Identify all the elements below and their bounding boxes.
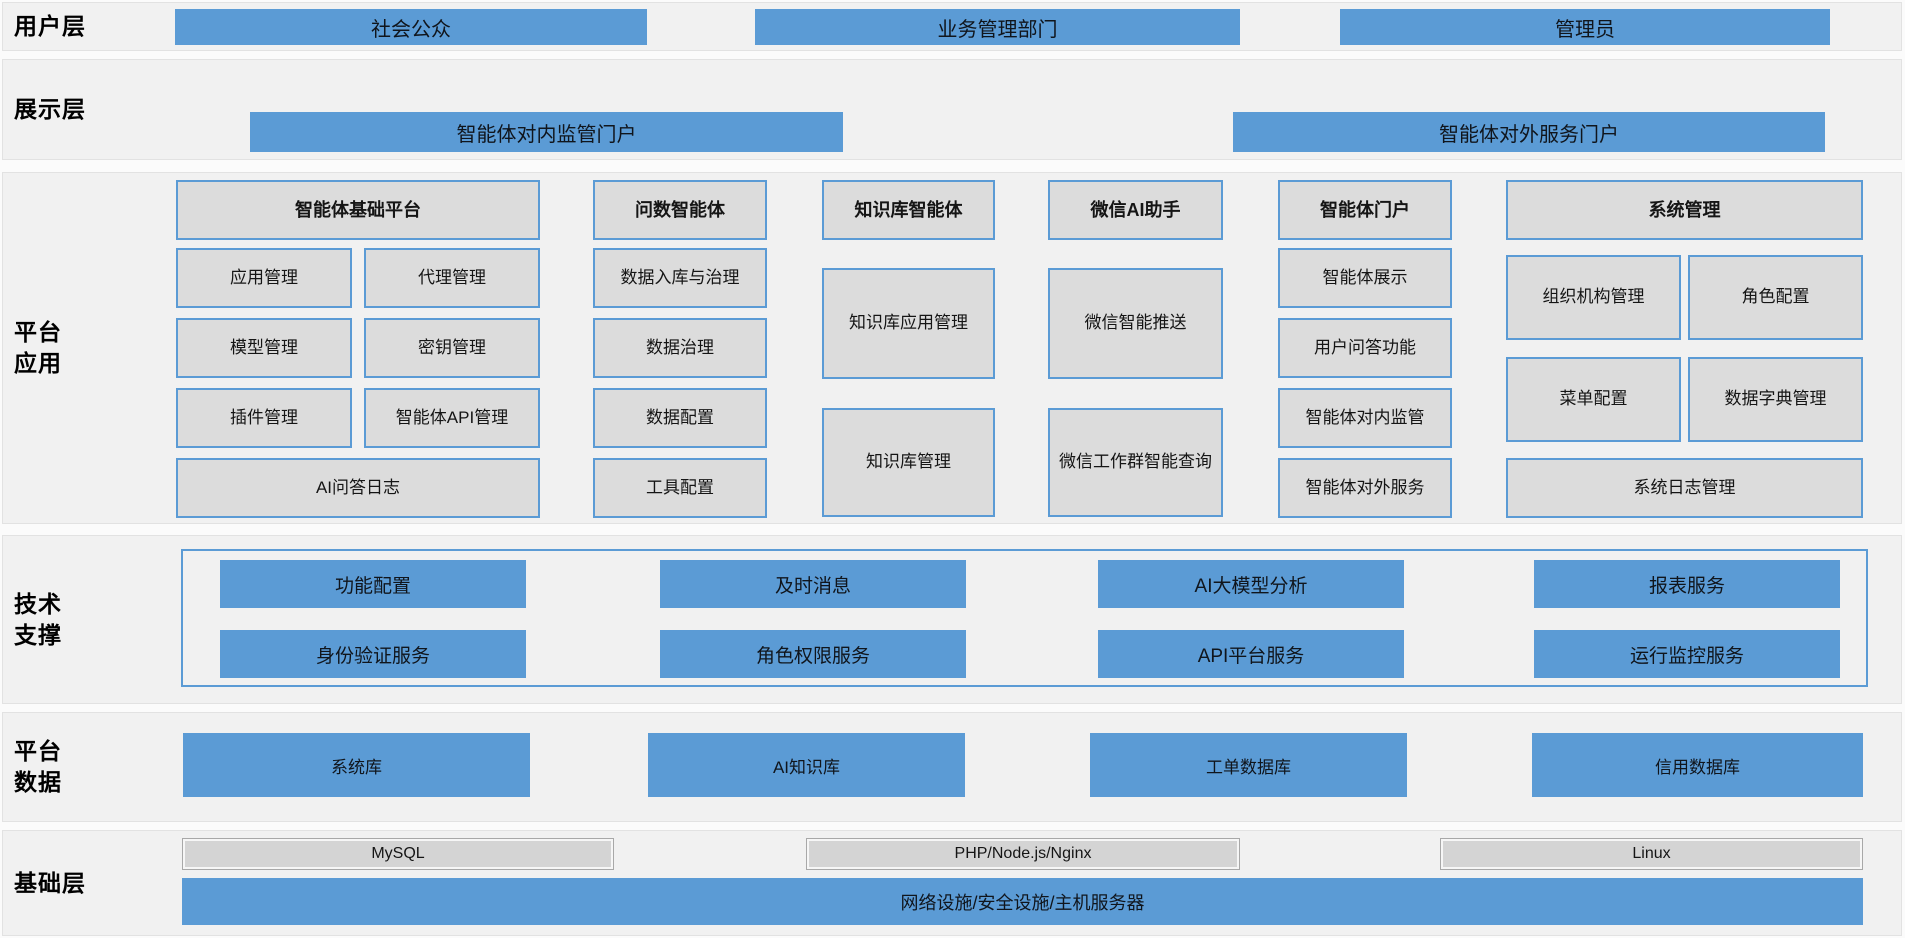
- user-layer-label: 用户层: [14, 2, 136, 51]
- database-box: 信用数据库: [1532, 733, 1863, 797]
- platform-data-label: 平台 数据: [14, 712, 136, 822]
- app-cell: 知识库管理: [822, 408, 995, 517]
- tech-box: 及时消息: [660, 560, 966, 608]
- portal-external-box: 智能体对外服务门户: [1233, 112, 1825, 152]
- database-box: 系统库: [183, 733, 530, 797]
- column-header-data-agent: 问数智能体: [593, 180, 767, 240]
- app-cell: 数据入库与治理: [593, 248, 767, 308]
- app-cell: 知识库应用管理: [822, 268, 995, 379]
- user-box-public: 社会公众: [175, 9, 647, 45]
- app-cell: 用户问答功能: [1278, 318, 1452, 378]
- base-tech-box: Linux: [1440, 838, 1863, 870]
- app-cell: 组织机构管理: [1506, 255, 1681, 340]
- app-cell: 数据字典管理: [1688, 357, 1863, 442]
- app-cell: 微信智能推送: [1048, 268, 1223, 379]
- column-header-agent-portal: 智能体门户: [1278, 180, 1452, 240]
- app-cell: 工具配置: [593, 458, 767, 518]
- app-cell: 角色配置: [1688, 255, 1863, 340]
- portal-internal-box: 智能体对内监管门户: [250, 112, 843, 152]
- app-cell: 密钥管理: [364, 318, 540, 378]
- tech-box: API平台服务: [1098, 630, 1404, 678]
- column-header-agent-base: 智能体基础平台: [176, 180, 540, 240]
- user-box-business: 业务管理部门: [755, 9, 1240, 45]
- tech-support-frame: [181, 549, 1868, 687]
- column-header-kb-agent: 知识库智能体: [822, 180, 995, 240]
- tech-box: AI大模型分析: [1098, 560, 1404, 608]
- app-cell: 应用管理: [176, 248, 352, 308]
- tech-box: 功能配置: [220, 560, 526, 608]
- app-cell: 插件管理: [176, 388, 352, 448]
- tech-support-label-line1: 技术: [14, 590, 62, 617]
- app-cell: 智能体展示: [1278, 248, 1452, 308]
- base-tech-box: MySQL: [182, 838, 614, 870]
- platform-data-label-line2: 数据: [14, 769, 62, 795]
- platform-data-label-line1: 平台: [14, 738, 62, 764]
- tech-box: 角色权限服务: [660, 630, 966, 678]
- platform-app-label: 平台 应用: [14, 172, 136, 524]
- display-layer-label-text: 展示层: [14, 96, 86, 122]
- platform-app-label-line2: 应用: [14, 350, 62, 376]
- user-box-admin: 管理员: [1340, 9, 1830, 45]
- app-cell: 数据治理: [593, 318, 767, 378]
- infrastructure-box: 网络设施/安全设施/主机服务器: [182, 878, 1863, 925]
- column-header-wechat-ai: 微信AI助手: [1048, 180, 1223, 240]
- tech-box: 运行监控服务: [1534, 630, 1840, 678]
- app-cell: 模型管理: [176, 318, 352, 378]
- tech-box: 报表服务: [1534, 560, 1840, 608]
- app-cell: 智能体对内监管: [1278, 388, 1452, 448]
- app-cell: 智能体对外服务: [1278, 458, 1452, 518]
- tech-support-label: 技术 支撑: [14, 535, 136, 704]
- tech-box: 身份验证服务: [220, 630, 526, 678]
- app-cell: 数据配置: [593, 388, 767, 448]
- base-layer-label: 基础层: [14, 830, 136, 936]
- base-layer-label-text: 基础层: [14, 869, 86, 896]
- column-header-system-mgmt: 系统管理: [1506, 180, 1863, 240]
- app-cell-footer: 系统日志管理: [1506, 458, 1863, 518]
- tech-support-label-line2: 支撑: [14, 621, 62, 648]
- app-cell: 微信工作群智能查询: [1048, 408, 1223, 517]
- platform-app-label-line1: 平台: [14, 319, 62, 345]
- database-box: 工单数据库: [1090, 733, 1407, 797]
- app-cell-footer: AI问答日志: [176, 458, 540, 518]
- app-cell: 代理管理: [364, 248, 540, 308]
- app-cell: 智能体API管理: [364, 388, 540, 448]
- app-cell: 菜单配置: [1506, 357, 1681, 442]
- database-box: AI知识库: [648, 733, 965, 797]
- base-tech-box: PHP/Node.js/Nginx: [806, 838, 1240, 870]
- user-layer-label-text: 用户层: [14, 13, 86, 39]
- display-layer-label: 展示层: [14, 59, 136, 160]
